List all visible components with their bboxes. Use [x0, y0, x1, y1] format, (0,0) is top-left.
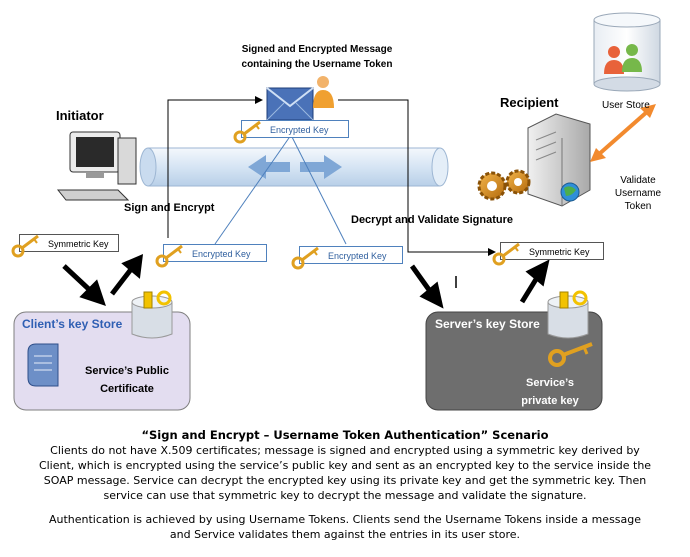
server-symmetric-key-label: Symmetric Key — [529, 247, 590, 257]
server-store-keys-icon — [547, 290, 589, 339]
caption-para1-line4: service can use that symmetric key to de… — [103, 489, 587, 502]
key-icon — [155, 244, 183, 268]
key-icon — [492, 242, 520, 266]
caption-para2-line2: and Service validates them against the e… — [169, 528, 521, 541]
client-store-cert-line2: Certificate — [100, 383, 154, 395]
server-store-key-text: Service’s private key — [500, 374, 600, 410]
message-title: Signed and Encrypted Message containing … — [236, 42, 398, 72]
client-store-cert-line1: Service’s Public — [85, 365, 169, 377]
validate-label-line2: Token — [624, 201, 652, 212]
user-store-database-icon — [593, 12, 661, 92]
gears-icon — [477, 169, 531, 201]
caption-para2-line1: Authentication is achieved by using User… — [48, 513, 642, 526]
client-store-cert-text: Service’s Public Certificate — [72, 362, 182, 398]
caption-para1-line2: Client, which is encrypted using the ser… — [38, 459, 652, 472]
client-key-arrows — [62, 253, 144, 306]
client-symmetric-key-label: Symmetric Key — [48, 239, 109, 249]
server-symmetric-key: Symmetric Key — [492, 242, 604, 266]
client-encrypted-key: Encrypted Key — [155, 244, 267, 268]
message-user-icon — [313, 76, 334, 108]
server-store-key-line1: Service’s — [526, 377, 574, 389]
caption-title: “Sign and Encrypt – Username Token Authe… — [141, 428, 549, 442]
caption-para1-line1: Clients do not have X.509 certificates; … — [50, 444, 640, 457]
stray-mark: I — [453, 273, 456, 285]
validate-label-line1: Validate Username — [614, 175, 662, 199]
server-store-title: Server’s key Store — [435, 317, 540, 331]
message-encrypted-key-label: Encrypted Key — [270, 125, 329, 135]
pipe-right-arrow — [300, 155, 342, 179]
message-title-line2: containing the Username Token — [241, 59, 393, 70]
sign-encrypt-label: Sign and Encrypt — [124, 202, 215, 214]
validate-label: Validate Username Token — [596, 174, 680, 213]
message-encrypted-key: Encrypted Key — [233, 120, 349, 144]
caption-para1-line3: SOAP message. Service can decrypt the en… — [43, 474, 647, 487]
server-key-arrows — [409, 259, 550, 309]
recipient-server-icon — [527, 113, 591, 207]
server-encrypted-key: Encrypted Key — [291, 246, 403, 270]
caption: “Sign and Encrypt – Username Token Authe… — [10, 428, 680, 542]
client-encrypted-key-label: Encrypted Key — [192, 249, 251, 259]
initiator-label: Initiator — [56, 108, 104, 123]
diagram-canvas — [13, 12, 661, 411]
encrypted-key-links — [214, 134, 347, 245]
client-store-title: Client’s key Store — [22, 317, 123, 331]
client-symmetric-key: Symmetric Key — [11, 234, 119, 258]
transport-pipe — [139, 147, 449, 187]
initiator-computer-icon — [56, 131, 137, 201]
server-store-key-line2: private key — [521, 395, 579, 407]
recipient-label: Recipient — [500, 95, 559, 110]
decrypt-validate-label: Decrypt and Validate Signature — [351, 214, 513, 226]
message-envelope-icon — [266, 87, 314, 121]
key-icon — [291, 246, 319, 270]
key-icon — [233, 120, 261, 144]
message-title-line1: Signed and Encrypted Message — [241, 44, 393, 55]
validate-token-arrow — [590, 104, 656, 162]
certificate-icon — [27, 343, 59, 387]
private-key-icon — [548, 342, 593, 367]
client-store-keys-icon — [131, 290, 173, 339]
server-encrypted-key-label: Encrypted Key — [328, 251, 387, 261]
key-icon — [11, 234, 39, 258]
message-flow-lines — [167, 96, 496, 256]
user-store-label: User Store — [602, 100, 650, 111]
